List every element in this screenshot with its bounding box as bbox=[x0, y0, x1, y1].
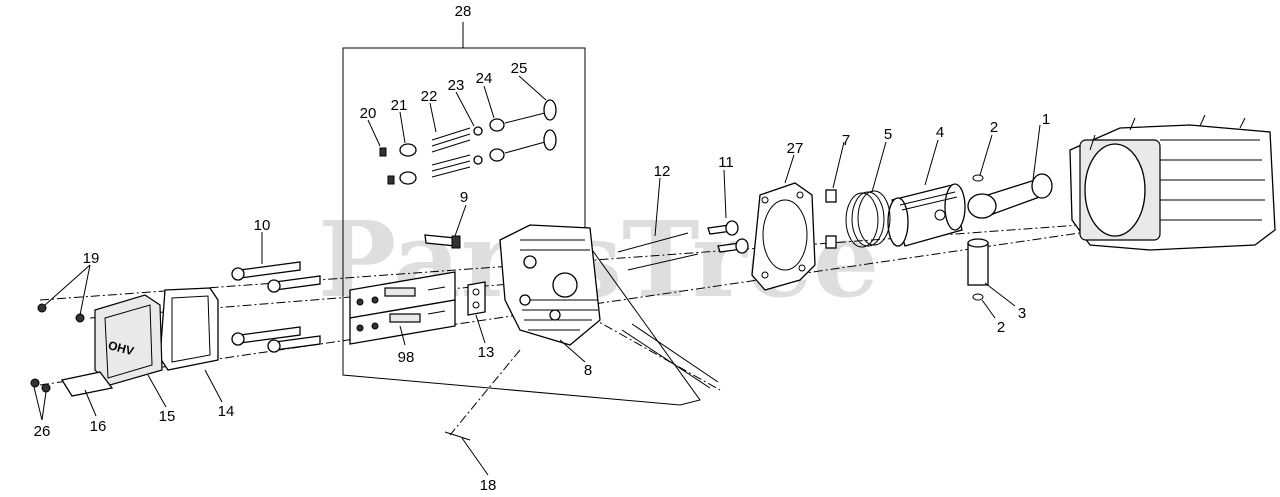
callout-labels: 28 1 2 2 3 4 5 7 27 11 12 9 10 19 20 21 … bbox=[34, 3, 1051, 494]
valve-train-components bbox=[379, 99, 557, 185]
piston-ring-set bbox=[845, 190, 891, 248]
callout-7: 7 bbox=[842, 132, 850, 149]
callout-23: 23 bbox=[448, 77, 465, 94]
lower-push-rods bbox=[621, 323, 719, 389]
push-rods bbox=[617, 232, 699, 271]
dowel-pin-upper bbox=[825, 189, 837, 203]
rocker-studs bbox=[707, 220, 749, 254]
callout-5: 5 bbox=[884, 126, 892, 143]
piston bbox=[887, 183, 966, 247]
bracket-screw bbox=[30, 378, 40, 388]
callout-8: 8 bbox=[584, 362, 592, 379]
callout-2-lower: 2 bbox=[997, 319, 1005, 336]
callout-26: 26 bbox=[34, 423, 51, 440]
callout-27: 27 bbox=[787, 140, 804, 157]
callout-10: 9 bbox=[460, 189, 468, 206]
callout-20: 20 bbox=[360, 105, 377, 122]
bracket-screw bbox=[41, 383, 51, 393]
callout-19: 19 bbox=[83, 250, 100, 267]
rocker-arm-panel-set bbox=[349, 271, 456, 345]
retaining-ring-lower bbox=[972, 293, 984, 301]
retaining-ring-upper bbox=[972, 174, 984, 182]
callout-16: 15 bbox=[159, 408, 176, 425]
valve-cover: OHV bbox=[94, 294, 163, 386]
callout-3: 3 bbox=[1018, 305, 1026, 322]
piston-pin bbox=[967, 238, 989, 286]
callout-14: 13 bbox=[478, 344, 495, 361]
callout-2-upper: 2 bbox=[990, 119, 998, 136]
lifting-bracket bbox=[60, 371, 114, 397]
callout-24: 24 bbox=[476, 70, 493, 87]
engine-block bbox=[1069, 114, 1276, 251]
callout-28: 28 bbox=[455, 3, 472, 20]
callout-21: 21 bbox=[391, 97, 408, 114]
leader-lines bbox=[33, 22, 1041, 476]
callout-25: 25 bbox=[511, 60, 528, 77]
callout-18: 16 bbox=[90, 418, 107, 435]
spark-plug bbox=[424, 234, 461, 249]
push-rod-guide-plate bbox=[467, 281, 486, 316]
head-gasket bbox=[751, 182, 816, 291]
callout-1: 1 bbox=[1042, 111, 1050, 128]
cylinder-head-assembly-frame bbox=[342, 47, 701, 406]
dowel-pin-lower bbox=[825, 235, 837, 249]
connecting-rod bbox=[967, 173, 1053, 219]
callout-22: 22 bbox=[421, 88, 438, 105]
callout-4: 4 bbox=[936, 124, 944, 141]
cylinder-head bbox=[499, 224, 601, 346]
callout-12: 11 bbox=[718, 154, 734, 171]
valve-cover-screw bbox=[75, 313, 85, 323]
callout-9: 18 bbox=[480, 477, 497, 494]
callout-13: 12 bbox=[654, 163, 671, 180]
valve-seal bbox=[444, 431, 471, 441]
valve-cover-screw bbox=[37, 303, 47, 313]
callout-98: 98 bbox=[398, 349, 415, 366]
callout-11: 10 bbox=[254, 217, 271, 234]
head-bolts bbox=[231, 261, 321, 353]
engine-logo: OHV bbox=[107, 338, 136, 358]
callout-15: 14 bbox=[218, 403, 235, 420]
